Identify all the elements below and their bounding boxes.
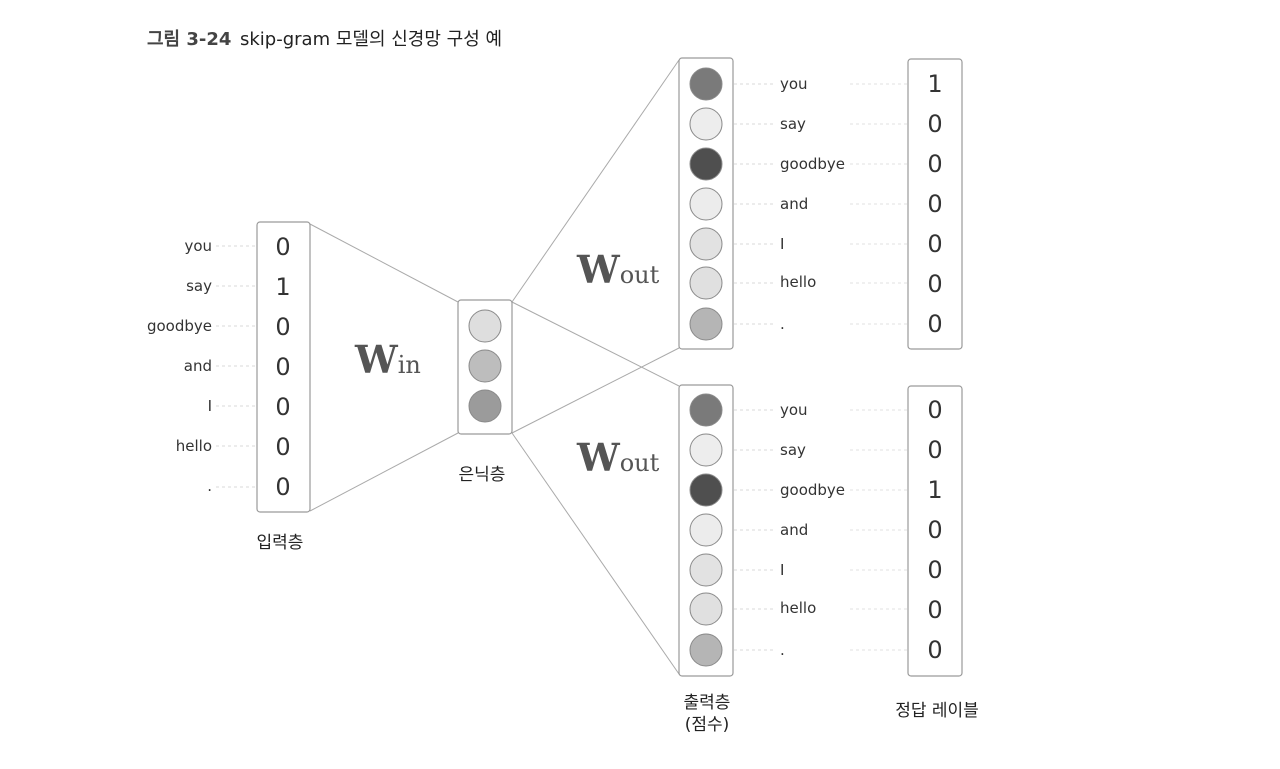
answer-top-value-1: 0 <box>927 110 943 138</box>
connection-line-out-bottom-b <box>511 432 680 675</box>
output-bottom-word-4: I <box>780 561 785 579</box>
w-out-bottom-main: W <box>577 435 620 480</box>
w-in-sub: in <box>397 351 421 379</box>
output-bottom-node-1 <box>689 433 723 467</box>
input-word-5: hello <box>175 437 212 455</box>
output-layer-label-line1: 출력층 <box>683 693 731 713</box>
output-top-word-6: . <box>780 315 785 333</box>
output-bottom-node-3 <box>689 513 723 547</box>
output-layer-label: 출력층 (점수) <box>667 692 747 736</box>
answer-top-value-3: 0 <box>927 190 943 218</box>
w-out-bottom-symbol: Wout <box>577 436 659 480</box>
output-top-word-4: I <box>780 235 785 253</box>
output-bottom-node-6 <box>689 633 723 667</box>
answer-top-value-5: 0 <box>927 270 943 298</box>
input-value-5: 0 <box>275 433 291 461</box>
answer-top-value-6: 0 <box>927 310 943 338</box>
output-layer-label-line2: (점수) <box>684 715 730 735</box>
input-value-3: 0 <box>275 353 291 381</box>
input-value-6: 0 <box>275 473 291 501</box>
output-top-word-5: hello <box>780 273 817 291</box>
answer-label-caption: 정답 레이블 <box>895 701 979 721</box>
output-top-node-2 <box>689 147 723 181</box>
input-value-2: 0 <box>275 313 291 341</box>
answer-bottom-value-5: 0 <box>927 596 943 624</box>
answer-bottom-value-2: 1 <box>927 476 943 504</box>
w-out-top-symbol: Wout <box>577 248 659 292</box>
output-bottom-node-5 <box>689 592 723 626</box>
output-bottom-word-6: . <box>780 641 785 659</box>
w-in-symbol: Win <box>355 338 421 382</box>
w-out-top-sub: out <box>619 261 660 289</box>
input-word-1: say <box>186 277 212 295</box>
answer-top-value-4: 0 <box>927 230 943 258</box>
w-in-main: W <box>355 337 398 382</box>
output-top-word-0: you <box>780 75 808 93</box>
output-bottom-word-1: say <box>780 441 806 459</box>
output-top-node-0 <box>689 67 723 101</box>
hidden-layer-label: 은닉층 <box>458 465 506 485</box>
output-top-node-1 <box>689 107 723 141</box>
output-bottom-word-3: and <box>780 521 809 539</box>
output-top-word-2: goodbye <box>780 155 846 173</box>
output-bottom-word-5: hello <box>780 599 817 617</box>
output-top-word-1: say <box>780 115 806 133</box>
output-top-node-3 <box>689 187 723 221</box>
output-top-word-3: and <box>780 195 809 213</box>
output-bottom-node-2 <box>689 473 723 507</box>
output-top-node-4 <box>689 227 723 261</box>
connection-line-input-bottom <box>309 432 459 512</box>
input-value-1: 1 <box>275 273 291 301</box>
hidden-node-2 <box>468 389 502 423</box>
connection-line-out-bottom-a <box>511 301 680 387</box>
output-bottom-node-0 <box>689 393 723 427</box>
connection-line-out-top-b <box>511 347 680 434</box>
input-word-6: . <box>207 477 212 495</box>
input-word-2: goodbye <box>146 317 212 335</box>
answer-bottom-value-6: 0 <box>927 636 943 664</box>
input-layer-box <box>256 221 311 513</box>
answer-bottom-value-3: 0 <box>927 516 943 544</box>
input-word-3: and <box>183 357 212 375</box>
hidden-node-0 <box>468 309 502 343</box>
hidden-node-1 <box>468 349 502 383</box>
output-bottom-word-0: you <box>780 401 808 419</box>
answer-top-value-0: 1 <box>927 70 943 98</box>
answer-box-top <box>907 58 963 350</box>
w-out-bottom-sub: out <box>619 449 660 477</box>
answer-bottom-value-4: 0 <box>927 556 943 584</box>
answer-bottom-value-1: 0 <box>927 436 943 464</box>
connection-line-input-top <box>309 223 459 303</box>
output-bottom-word-2: goodbye <box>780 481 846 499</box>
figure-title: skip-gram 모델의 신경망 구성 예 <box>240 29 503 50</box>
input-value-4: 0 <box>275 393 291 421</box>
answer-box-bottom <box>907 385 963 677</box>
output-bottom-node-4 <box>689 553 723 587</box>
answer-top-value-2: 0 <box>927 150 943 178</box>
input-value-0: 0 <box>275 233 291 261</box>
connection-line-out-top-a <box>511 59 680 303</box>
input-layer-label: 입력층 <box>256 533 304 553</box>
output-top-node-6 <box>689 307 723 341</box>
answer-bottom-value-0: 0 <box>927 396 943 424</box>
output-top-node-5 <box>689 266 723 300</box>
input-word-4: I <box>207 397 212 415</box>
input-word-0: you <box>184 237 212 255</box>
w-out-top-main: W <box>577 247 620 292</box>
figure-number: 그림 3-24 <box>147 29 232 50</box>
